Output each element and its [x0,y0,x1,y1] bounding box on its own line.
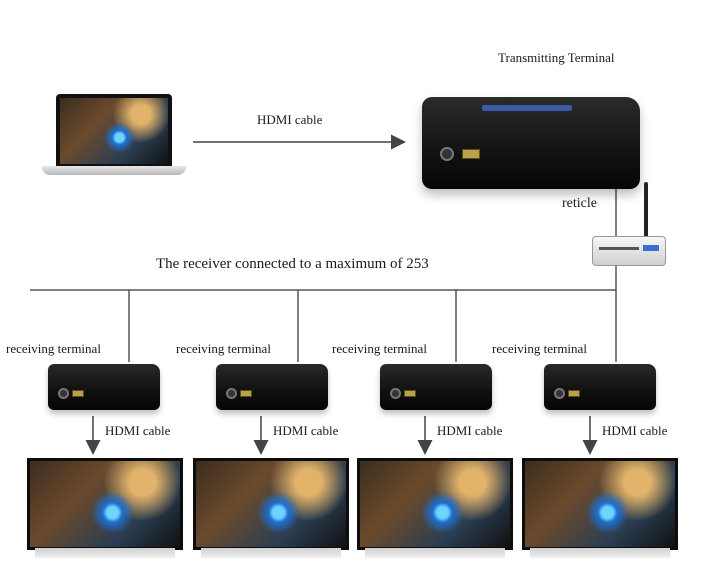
monitor-1 [27,458,183,550]
monitor-stand-4 [530,548,670,558]
transmitting-terminal-label: Transmitting Terminal [498,50,615,65]
receiving-terminal-device [216,364,328,410]
laptop-screen [56,94,172,168]
receiving-terminal-device [544,364,656,410]
hdmi-cable-label: HDMI cable [437,423,503,438]
monitor-4 [522,458,678,550]
transmitting-terminal-device [422,97,640,189]
monitor-2 [193,458,349,550]
hdmi-cable-label: HDMI cable [105,423,171,438]
hdmi-cable-label: HDMI cable [273,423,339,438]
router-antenna [644,182,648,238]
hdmi-cable-label: HDMI cable [602,423,668,438]
receiver-count-note: The receiver connected to a maximum of 2… [156,256,429,272]
receiving-terminal-label: receiving terminal [6,341,101,356]
monitor-3 [357,458,513,550]
receiving-terminal-label: receiving terminal [332,341,427,356]
monitor-stand-1 [35,548,175,558]
hdmi-cable-label-top: HDMI cable [257,112,323,127]
reticle-label: reticle [562,196,597,211]
laptop-base [42,166,186,175]
receiving-terminal-device [380,364,492,410]
monitor-stand-2 [201,548,341,558]
receiving-terminal-label: receiving terminal [492,341,587,356]
monitor-stand-3 [365,548,505,558]
router-device [592,236,666,266]
receiving-terminal-label: receiving terminal [176,341,271,356]
receiving-terminal-device [48,364,160,410]
